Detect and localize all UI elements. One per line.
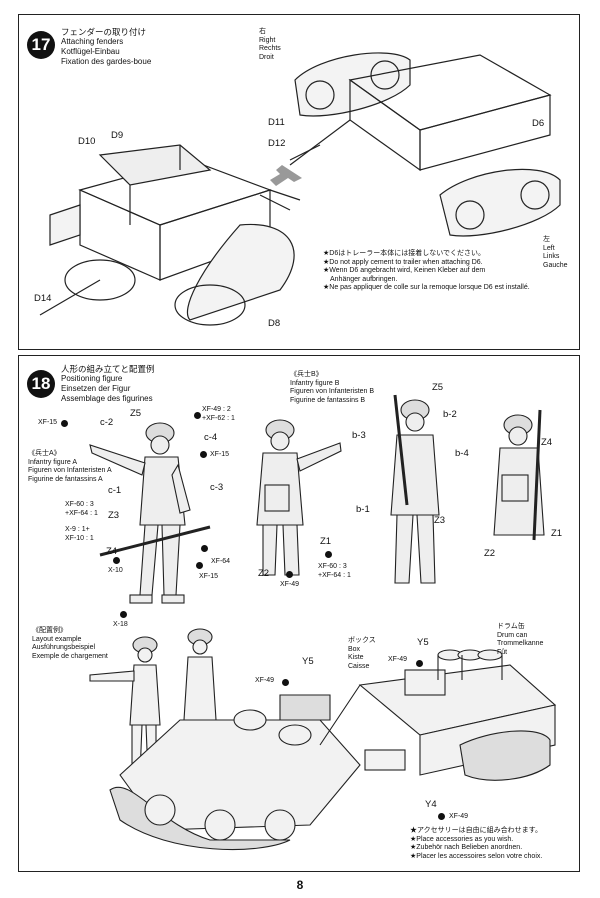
part-c3: c-3	[210, 482, 224, 493]
part-z3-b: Z3	[434, 515, 446, 526]
trailer-tracks-illustration	[289, 52, 561, 237]
paint-dot-xf64	[201, 545, 208, 552]
part-z1-b: Z1	[551, 528, 563, 539]
part-d11: D11	[268, 117, 285, 128]
paint-dot-xf49-scene-a	[282, 679, 289, 686]
paint-dot-xf49-back	[286, 571, 293, 578]
paint-dot-xf15-c	[196, 562, 203, 569]
part-y5-a: Y5	[302, 656, 314, 667]
infantry-figure-b-back	[493, 409, 545, 541]
paint-xf15-b: XF-15	[210, 451, 230, 458]
box-label: ボックス Box Kiste Caisse	[348, 637, 376, 670]
paint-dot-xf15-b	[200, 451, 207, 458]
step-18-badge: 18	[27, 370, 55, 398]
step-18-title: 人形の組み立てと配置例 Positioning figure Einsetzen…	[61, 364, 155, 403]
part-z2-b: Z2	[484, 548, 496, 559]
part-d9: D9	[111, 130, 124, 141]
layout-example-heading: 《配置例》 Layout example Ausführungsbeispiel…	[32, 627, 108, 660]
paint-xf64: XF-64	[211, 558, 231, 565]
part-b3: b-3	[352, 430, 366, 441]
left-side-label: 左 Left Links Gauche	[543, 236, 568, 269]
part-z4-b: Z4	[541, 437, 553, 448]
right-side-label: 右 Right Rechts Droit	[259, 28, 281, 61]
paint-xf49-scene-a: XF-49	[255, 677, 275, 684]
layout-example-scene	[89, 628, 557, 850]
part-y4: Y4	[425, 799, 437, 810]
part-c1: c-1	[108, 485, 122, 496]
part-c4: c-4	[204, 432, 218, 443]
part-b4: b-4	[455, 448, 469, 459]
part-z2-a: Z2	[258, 568, 270, 579]
paint-dot-xf49-scene-b	[416, 660, 423, 667]
part-d14: D14	[34, 293, 52, 304]
paint-x18: X-18	[113, 621, 128, 628]
infantry-figure-b-front	[390, 394, 440, 584]
paint-dot-xf15-a	[61, 420, 68, 427]
trailer-fender-illustration	[39, 144, 302, 326]
accessory-note: ★アクセサリーは自由に組み合わせます。 ★Place accessories a…	[410, 827, 543, 860]
paint-xf60-64-back: XF-60 : 3 +XF-64 : 1	[318, 563, 351, 579]
figure-b-heading: 《兵士B》 Infantry figure B Figuren von Infa…	[290, 371, 375, 404]
part-z5-b: Z5	[432, 382, 444, 393]
part-d6: D6	[532, 118, 545, 129]
part-d10: D10	[78, 136, 96, 147]
paint-xf49-scene-c: XF-49	[449, 813, 469, 820]
part-d12: D12	[268, 138, 286, 149]
paint-dot-x18	[120, 611, 127, 618]
paint-dot-x10	[113, 557, 120, 564]
paint-xf49-scene-b: XF-49	[388, 656, 408, 663]
infantry-figure-a-front	[89, 422, 211, 604]
part-d8: D8	[268, 318, 281, 329]
part-z5-a: Z5	[130, 408, 142, 419]
step-17-badge: 17	[27, 31, 55, 59]
part-b1: b-1	[356, 504, 370, 515]
paint-x9-xf10: X-9 : 1+ XF-10 : 1	[65, 526, 94, 542]
part-b2: b-2	[443, 409, 457, 420]
paint-x10: X-10	[108, 567, 123, 574]
part-z3-a: Z3	[108, 510, 120, 521]
step-17-cement-note: ★D6はトレーラー本体には接着しないでください。 ★Do not apply c…	[323, 250, 530, 291]
paint-dot-xf60-64-back	[325, 551, 332, 558]
part-z4-a: Z4	[106, 546, 118, 557]
part-y5-b: Y5	[417, 637, 429, 648]
part-z1-a: Z1	[320, 536, 332, 547]
paint-xf15-a: XF-15	[38, 419, 58, 426]
step-17-title: フェンダーの取り付け Attaching fenders Kotflügel-E…	[61, 27, 152, 66]
paint-xf49-62: XF-49 : 2 +XF-62 : 1	[202, 406, 235, 422]
figure-a-heading: 《兵士A》 Infantry figure A Figuren von Infa…	[28, 450, 112, 483]
infantry-figure-a-back	[256, 419, 342, 576]
paint-xf15-c: XF-15	[199, 573, 219, 580]
drum-label: ドラム缶 Drum can Trommelkanne Fût	[497, 623, 544, 656]
paint-dot-xf49-scene-c	[438, 813, 445, 820]
page-number: 8	[296, 878, 304, 892]
paint-dot-xf49-62	[194, 412, 201, 419]
paint-xf49-back: XF-49	[280, 581, 300, 588]
part-c2: c-2	[100, 417, 114, 428]
paint-xf60-64-a: XF-60 : 3 +XF-64 : 1	[65, 501, 98, 517]
